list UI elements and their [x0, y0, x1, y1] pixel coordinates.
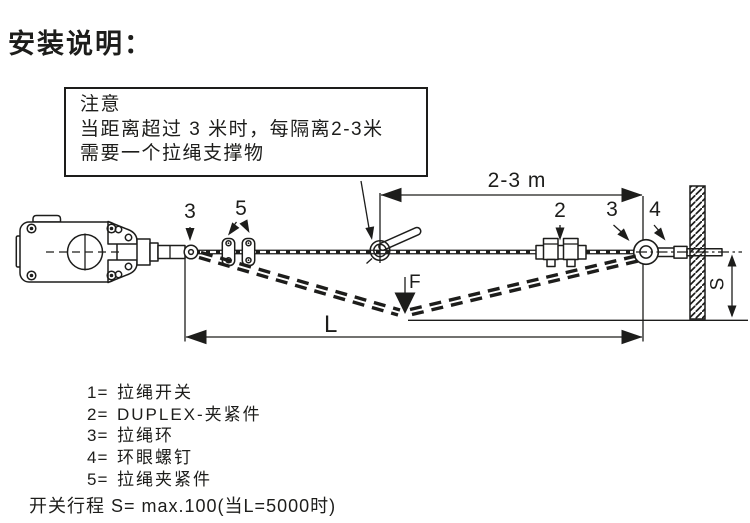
legend-item-number: 1= — [87, 383, 109, 402]
legend-item-5: 5= 拉绳夹紧件 — [87, 465, 262, 489]
rope-support-ring — [366, 226, 422, 264]
dimension-span-2-3m — [379, 187, 643, 263]
callout-duplex: 2 — [554, 199, 566, 222]
callout-eye-screw: 4 — [649, 198, 661, 221]
dimension-travel-S — [727, 254, 737, 318]
sagging-rope — [198, 250, 639, 317]
note-heading: 注意 — [80, 94, 122, 115]
legend: 1= 拉绳开关 2= DUPLEX-夹紧件 3= 拉绳环 4= 环眼螺钉 5= 拉绳夹紧件 — [87, 378, 262, 489]
legend-item-number: 2= — [87, 404, 109, 424]
duplex-clamp — [535, 237, 587, 268]
pull-rope-switch — [15, 214, 199, 284]
legend-item-label: 拉绳夹紧件 — [117, 469, 212, 489]
dimension-travel-label: S — [707, 277, 729, 291]
legend-item-2: 2= DUPLEX-夹紧件 — [87, 400, 262, 424]
legend-item-4: 4= 环眼螺钉 — [87, 443, 262, 468]
dimension-span-label: 2-3 m — [487, 169, 547, 192]
legend-item-3: 3= 拉绳环 — [87, 421, 262, 446]
legend-item-label: 拉绳开关 — [117, 383, 193, 402]
note-box: 注意 当距离超过 3 米时，每隔离2-3米 需要一个拉绳支撑物 — [64, 87, 428, 177]
note-line-1: 当距离超过 3 米时，每隔离2-3米 — [80, 118, 384, 140]
callout-ring-right: 3 — [606, 198, 618, 221]
note-leader-arrow — [360, 180, 375, 240]
callout-ring-left: 3 — [184, 200, 196, 223]
legend-item-label: 拉绳环 — [117, 426, 174, 446]
note-line-2: 需要一个拉绳支撑物 — [80, 143, 265, 164]
legend-item-number: 4= — [87, 448, 109, 468]
callout-rope-clamp: 5 — [235, 197, 247, 220]
page-title: 安装说明： — [8, 29, 153, 59]
force-arrow — [394, 277, 416, 314]
callout-arrows — [185, 219, 666, 241]
legend-item-number: 5= — [87, 469, 109, 489]
legend-item-label: DUPLEX-夹紧件 — [117, 404, 262, 424]
legend-item-number: 3= — [87, 426, 109, 446]
legend-item-1: 1= 拉绳开关 — [87, 378, 262, 402]
force-label: F — [409, 272, 421, 293]
switch-travel-note: 开关行程 S= max.100(当L=5000时) — [29, 496, 337, 516]
dimension-length-label: L — [324, 311, 338, 338]
extension-lines — [184, 196, 644, 342]
legend-item-label: 环眼螺钉 — [117, 448, 193, 468]
dimension-length-L — [185, 329, 643, 345]
